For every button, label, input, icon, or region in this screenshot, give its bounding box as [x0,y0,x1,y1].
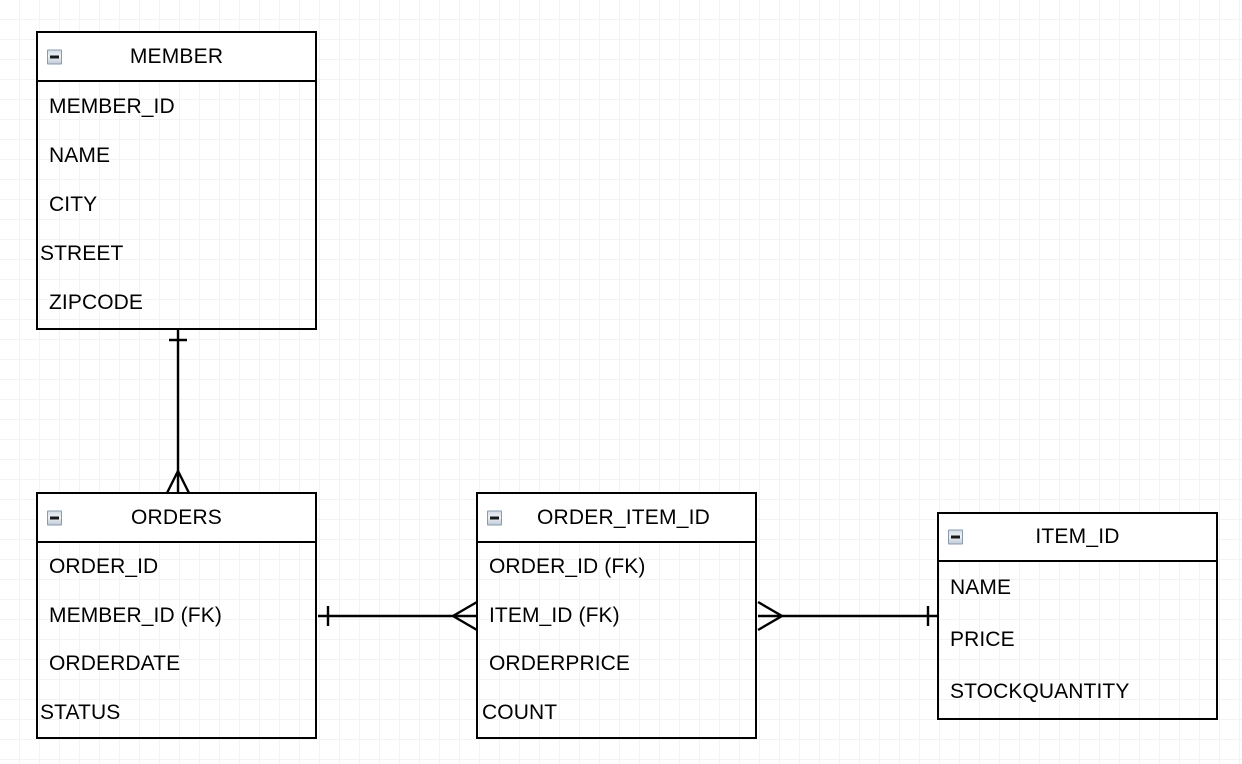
entity-member-title: MEMBER [129,44,224,68]
attribute-label: NAME [49,143,111,167]
attribute-label: NAME [950,576,1012,599]
entity-order-item-id-attributes: ORDER_ID (FK) ITEM_ID (FK) ORDERPRICE CO… [478,543,755,737]
attribute-row[interactable]: ITEM_ID (FK) [478,592,755,641]
minus-box-icon[interactable] [47,510,62,525]
entity-order-item-id-header[interactable]: ORDER_ITEM_ID [478,494,755,543]
entity-member-header[interactable]: MEMBER [38,33,315,82]
minus-box-icon[interactable] [948,529,963,545]
entity-member[interactable]: MEMBER MEMBER_ID NAME CITY STREET ZIPCOD… [36,31,317,330]
attribute-row[interactable]: MEMBER_ID (FK) [38,592,315,641]
attribute-row[interactable]: ZIPCODE [38,279,315,328]
cardinality-many-crowsfoot [450,600,478,632]
attribute-label: COUNT [482,700,558,724]
attribute-label: ORDERDATE [49,652,181,676]
entity-item-id-title: ITEM_ID [1035,525,1120,548]
attribute-row[interactable]: ORDERPRICE [478,640,755,689]
attribute-row[interactable]: NAME [939,562,1216,614]
relationship-order-item-id-item-id[interactable] [752,590,947,646]
entity-item-id-attributes: NAME PRICE STOCKQUANTITY [939,562,1216,718]
attribute-row[interactable]: NAME [38,131,315,180]
attribute-row[interactable]: ORDERDATE [38,640,315,689]
cardinality-many-crowsfoot [164,468,192,496]
attribute-row[interactable]: COUNT [478,689,755,738]
attribute-label: STREET [40,242,124,266]
attribute-row[interactable]: MEMBER_ID [38,82,315,131]
minus-box-icon[interactable] [487,510,502,525]
relationship-orders-order-item-id[interactable] [310,590,490,646]
cardinality-many-crowsfoot [757,600,785,632]
attribute-label: ORDERPRICE [489,652,631,676]
entity-orders-header[interactable]: ORDERS [38,494,315,543]
attribute-row[interactable]: ORDER_ID [38,543,315,592]
entity-item-id[interactable]: ITEM_ID NAME PRICE STOCKQUANTITY [937,512,1218,720]
entity-orders[interactable]: ORDERS ORDER_ID MEMBER_ID (FK) ORDERDATE… [36,492,317,739]
minus-box-icon[interactable] [47,49,62,64]
attribute-label: STATUS [40,700,121,724]
entity-orders-title: ORDERS [130,505,223,529]
attribute-row[interactable]: CITY [38,180,315,229]
attribute-label: ORDER_ID (FK) [489,555,646,579]
attribute-row[interactable]: STOCKQUANTITY [939,666,1216,718]
attribute-label: STOCKQUANTITY [950,680,1130,703]
attribute-label: PRICE [950,628,1015,651]
entity-orders-attributes: ORDER_ID MEMBER_ID (FK) ORDERDATE STATUS [38,543,315,737]
attribute-row[interactable]: PRICE [939,614,1216,666]
attribute-row[interactable]: ORDER_ID (FK) [478,543,755,592]
attribute-row[interactable]: STATUS [38,689,315,738]
attribute-row[interactable]: STREET [38,230,315,279]
entity-member-attributes: MEMBER_ID NAME CITY STREET ZIPCODE [38,82,315,328]
attribute-label: ORDER_ID [49,555,159,579]
relationship-member-orders[interactable] [150,325,210,500]
entity-item-id-header[interactable]: ITEM_ID [939,514,1216,562]
entity-order-item-id[interactable]: ORDER_ITEM_ID ORDER_ID (FK) ITEM_ID (FK)… [476,492,757,739]
attribute-label: MEMBER_ID [49,94,175,118]
attribute-label: MEMBER_ID (FK) [49,603,222,627]
attribute-label: ITEM_ID (FK) [489,603,620,627]
attribute-label: ZIPCODE [49,291,144,315]
entity-order-item-id-title: ORDER_ITEM_ID [537,505,710,529]
attribute-label: CITY [49,193,98,216]
